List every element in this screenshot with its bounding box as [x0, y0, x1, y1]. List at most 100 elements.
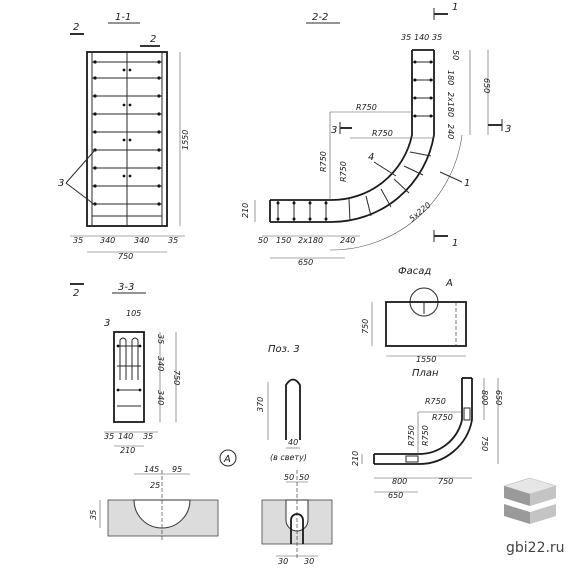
dim-340-right: 340	[134, 236, 149, 245]
radius-r750-a: R750	[356, 103, 377, 112]
outer-dim-arc	[329, 134, 463, 251]
plan-slot-horizontal	[405, 455, 419, 463]
dim-50-left: 50	[284, 473, 294, 482]
dim-50-bottom: 50	[258, 236, 268, 245]
dim-210-left: 210	[241, 203, 250, 218]
position-3-detail: Поз. 3 370 40 (в свету)	[256, 344, 307, 462]
bent-bar	[285, 378, 301, 440]
dim-35-left: 35	[73, 236, 83, 245]
dim-2x180: 2x180	[446, 92, 455, 117]
dim-2x180-bottom: 2x180	[298, 236, 323, 245]
callout-a-label: А	[445, 278, 453, 289]
dim-1550-facade: 1550	[416, 355, 436, 364]
dim-40: 40	[288, 438, 298, 447]
node-a-circle	[219, 449, 237, 467]
node-a-detail: А 145 95 25 35 50 50 30 30	[89, 449, 333, 566]
dim-150-bottom: 150	[276, 236, 291, 245]
leader	[373, 161, 397, 177]
plan-inner-curve	[417, 419, 463, 455]
mark-3-section: 3	[104, 318, 110, 329]
dim-340-lower: 340	[156, 390, 165, 405]
dim-750-side: 750	[172, 370, 181, 385]
leader	[65, 149, 96, 184]
node-a-label: А	[223, 454, 231, 465]
dim-5x220: 5x220	[408, 201, 433, 224]
cut-mark-3-right: 3	[505, 124, 511, 135]
dim-35-top: 35	[156, 334, 165, 344]
logo-layer-top-right	[530, 486, 556, 506]
dim-30-left: 30	[278, 557, 288, 566]
dim-105: 105	[126, 309, 141, 318]
section-2-2: 2-2 1 35 140 35 50	[241, 2, 511, 267]
dim-25: 25	[150, 481, 160, 490]
plan-outer-curve	[417, 419, 473, 465]
leader	[65, 182, 96, 206]
dim-140-b: 140	[118, 432, 133, 441]
label-poz3: Поз. 3	[268, 344, 300, 355]
cut-mark-1-top: 1	[452, 2, 458, 13]
dim-370: 370	[256, 397, 265, 412]
leader	[439, 171, 463, 183]
dim-750-facade: 750	[361, 319, 370, 334]
cut-mark-1-bottom: 1	[452, 238, 458, 249]
dim-145: 145	[144, 465, 159, 474]
section-3-3: 2 3-3 105 3 35 340 340 750 35 140 35 210	[70, 282, 181, 455]
logo-layer-top-left	[504, 486, 530, 506]
dim-50-right: 50	[299, 473, 309, 482]
rebar-vertical-leg	[412, 60, 434, 118]
watermark-text: gbi22.ru	[506, 540, 565, 556]
dim-1550: 1550	[181, 130, 190, 150]
dim-35-bl: 35	[104, 432, 114, 441]
plan-r750-b: R750	[432, 413, 453, 422]
dim-340-upper: 340	[156, 356, 165, 371]
dim-650-bottom: 650	[298, 258, 313, 267]
hook-right	[131, 337, 139, 380]
section-outline	[113, 331, 145, 423]
dim-240-right: 240	[446, 124, 455, 139]
rebar-dots	[93, 60, 161, 206]
plan-r750-d: R750	[421, 425, 430, 446]
dim-650-right: 650	[482, 78, 491, 93]
section-1-1: 1-1 2 2	[58, 12, 190, 261]
mark-1-arc: 1	[464, 178, 470, 189]
plan-dim-800-right: 800	[480, 390, 489, 405]
hook-left	[119, 337, 127, 380]
mark-3-left: 3	[58, 178, 64, 189]
label-section-1-1: 1-1	[115, 12, 131, 23]
facade-view: Фасад А 750 1550	[361, 266, 467, 364]
cut-mark-2-bottom: 2	[73, 288, 79, 299]
label-fasad: Фасад	[398, 266, 431, 277]
plan-dim-800-bottom: 800	[392, 477, 407, 486]
rebar-grid	[92, 61, 162, 217]
dim-750-bottom: 750	[118, 252, 133, 261]
cut-mark-2-top-right: 2	[150, 34, 156, 45]
label-v-svetu: (в свету)	[270, 453, 307, 462]
label-section-3-3: 3-3	[118, 282, 134, 293]
plan-dim-650-bottom: 650	[388, 491, 403, 500]
dim-35-right: 35	[168, 236, 178, 245]
dim-240-bottom: 240	[340, 236, 355, 245]
plan-slot-vertical	[463, 407, 471, 421]
plan-r750-a: R750	[425, 397, 446, 406]
dim-140: 140	[414, 33, 429, 42]
rebar-horizontal-leg	[276, 200, 328, 222]
rebar-radial	[348, 151, 432, 222]
dim-30-right: 30	[304, 557, 314, 566]
logo-layer-bottom-left	[504, 504, 530, 524]
radius-r750-c: R750	[319, 151, 328, 172]
dim-340-left: 340	[100, 236, 115, 245]
plan-view: План R750 R750 R750 R750 800 650 750 210…	[351, 368, 503, 500]
dim-35-br: 35	[143, 432, 153, 441]
label-plan: План	[412, 368, 439, 379]
plan-r750-c: R750	[407, 425, 416, 446]
logo-layer-bottom-right	[530, 504, 556, 524]
dim-210-b: 210	[120, 446, 135, 455]
dim-35-node: 35	[89, 510, 98, 520]
radius-r750-d: R750	[339, 161, 348, 182]
site-logo: gbi22.ru	[502, 477, 565, 556]
dim-180: 180	[446, 70, 455, 85]
mark-4: 4	[368, 152, 374, 163]
plan-dim-750-bottom: 750	[438, 477, 453, 486]
cut-mark-3-left: 3	[331, 125, 337, 136]
